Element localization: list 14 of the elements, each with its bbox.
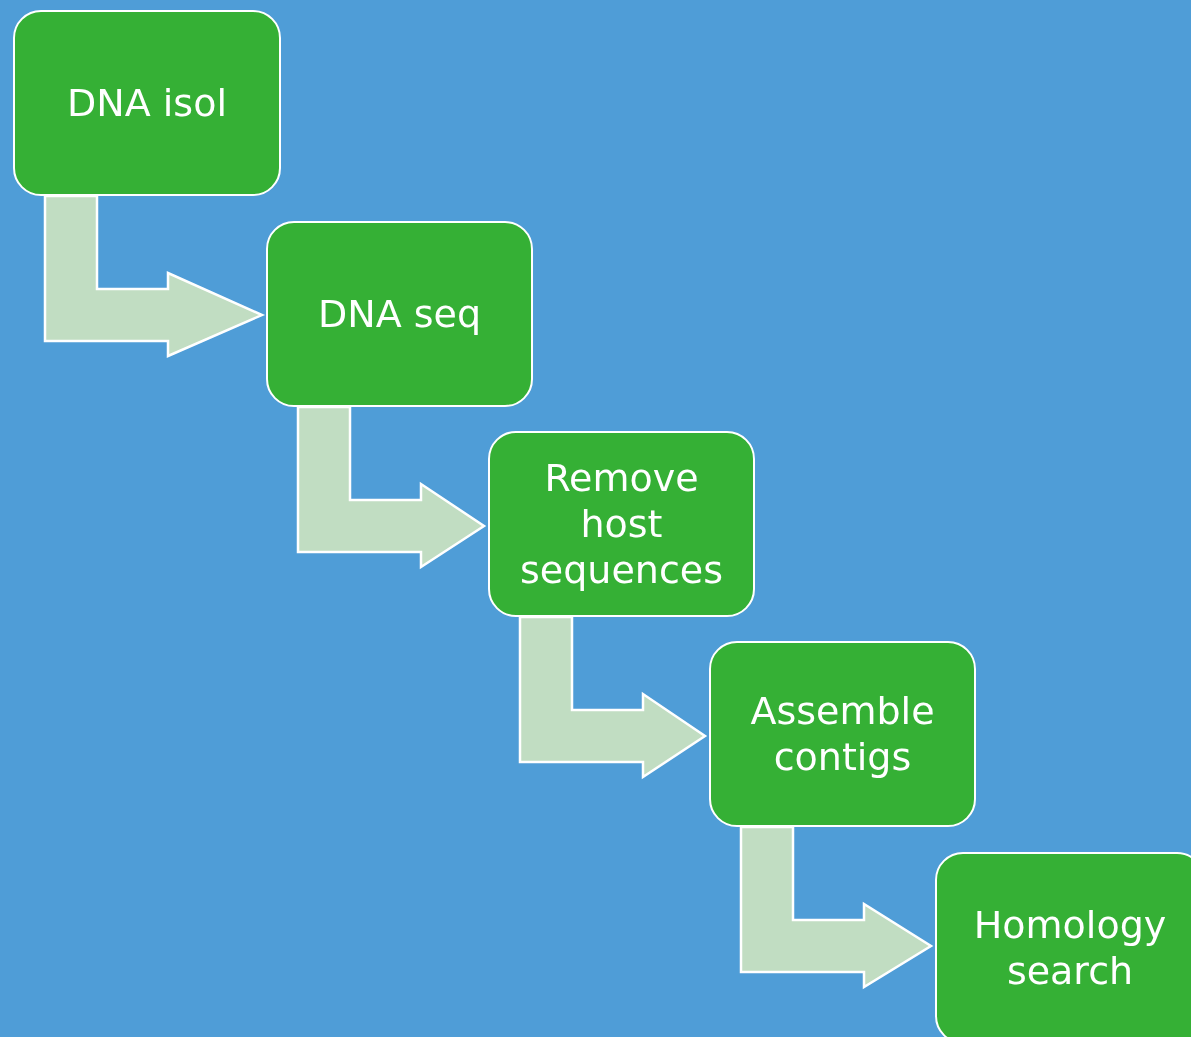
process-box [13,10,281,196]
block-arrow [43,194,266,358]
block-arrow [739,825,934,990]
block-arrow [296,405,487,570]
block-arrow [518,615,708,780]
process-box [266,221,533,407]
step-label: DNA seq [317,291,482,337]
step-label: Remove host sequences [519,455,724,593]
step-label: DNA isol [67,80,227,126]
step-label: Homology search [972,902,1168,994]
step-label: Assemble contigs [749,688,936,780]
process-box [709,641,976,827]
process-box [935,852,1191,1037]
process-box [488,431,755,617]
